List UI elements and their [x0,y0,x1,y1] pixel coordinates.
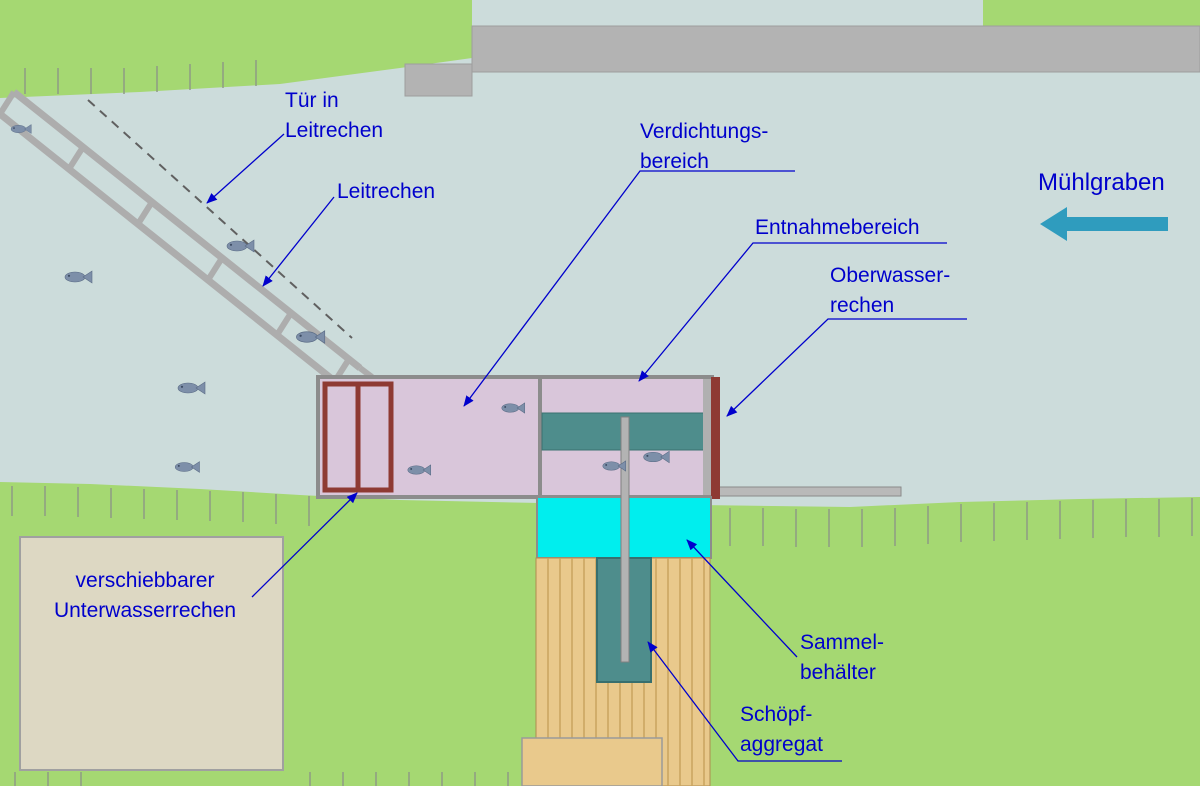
label-tuer-in-leitrechen: Tür in Leitrechen [285,86,383,146]
leader-lines [206,133,967,762]
label-line: behälter [800,661,876,684]
label-entnahmebereich: Entnahmebereich [755,213,920,243]
leader-oberwasser [726,318,967,417]
label-sammelbehaelter: Sammel- behälter [800,628,884,688]
label-leitrechen: Leitrechen [337,177,435,207]
leader-leitrechen [262,196,335,287]
compaction-chamber [316,375,542,499]
leader-verdichtung [463,170,795,407]
grass-top-right [983,0,1200,27]
aggregate-rod [620,416,630,663]
label-line: Entnahmebereich [755,216,920,239]
deck-step [521,737,663,786]
label-line: Verdichtungs- [640,120,769,143]
rack-door-dashed-line [87,99,353,339]
label-verdichtungsbereich: Verdichtungs- bereich [640,117,768,177]
grass-top-left [0,0,472,98]
label-muehlgraben: Mühlgraben [1038,168,1165,198]
label-line: bereich [640,150,709,173]
flow-arrow-icon [1040,207,1168,241]
label-line: rechen [830,294,895,317]
leader-schoepf [647,641,842,762]
label-line: Schöpf- [740,703,813,726]
label-line: aggregat [740,733,823,756]
label-line: verschiebbarer [75,569,215,592]
road-band [404,25,1200,97]
guide-rack [0,89,374,383]
label-line: Leitrechen [285,119,384,142]
leader-entnahme [638,242,947,382]
leader-tuer [206,133,285,204]
intake-structure [316,375,720,499]
walkway [710,486,902,497]
label-unterwasserrechen: verschiebbarer Unterwasserrechen [30,566,260,626]
upstream-rack-bar [711,377,720,499]
label-line: Tür in [285,89,339,112]
end-wall [703,379,711,495]
label-oberwasserrechen: Oberwasser- rechen [830,261,950,321]
grass-hatch-ticks [11,60,1193,786]
label-schoepfaggregat: Schöpf- aggregat [740,700,823,760]
label-line: Unterwasserrechen [53,599,237,622]
leader-sammel [686,539,798,658]
label-line: Leitrechen [337,180,436,203]
label-line: Mühlgraben [1038,169,1165,196]
label-line: Oberwasser- [830,264,951,287]
leader-unterwasser [251,492,358,598]
building-footprint [19,536,284,771]
label-line: Sammel- [800,631,885,654]
